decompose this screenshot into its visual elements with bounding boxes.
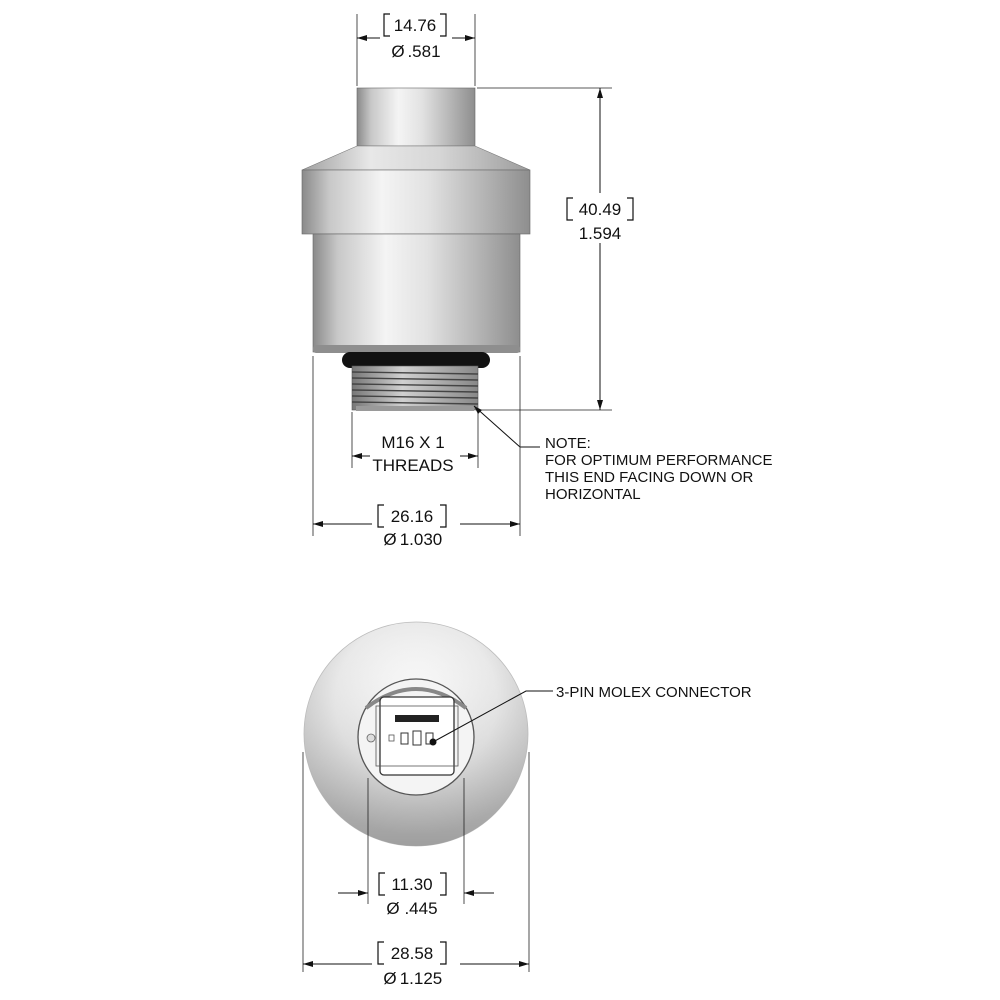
connector-callout: 3-PIN MOLEX CONNECTOR xyxy=(432,684,752,743)
sensor-tip xyxy=(356,87,476,147)
inner-diameter-imperial: .445 xyxy=(404,899,437,918)
connector-pin xyxy=(412,730,422,746)
sensor-cone xyxy=(301,145,531,171)
height-imperial: 1.594 xyxy=(579,224,622,243)
note-heading: NOTE: xyxy=(545,435,591,452)
outer-diameter-imperial: 1.125 xyxy=(400,969,443,988)
sensor-body xyxy=(312,233,521,353)
outer-diameter-metric: 28.58 xyxy=(391,944,434,963)
orientation-note: NOTE: FOR OPTIMUM PERFORMANCE THIS END F… xyxy=(473,405,773,503)
height-dimension: 40.49 1.594 xyxy=(477,87,640,411)
diameter-symbol: Ø xyxy=(391,42,404,61)
outer-diameter-dimension: 28.58 Ø 1.125 xyxy=(302,752,530,996)
tip-diameter-imperial: .581 xyxy=(407,42,440,61)
note-line-2: THIS END FACING DOWN OR xyxy=(545,469,754,486)
note-line-1: FOR OPTIMUM PERFORMANCE xyxy=(545,452,773,469)
diameter-symbol: Ø xyxy=(383,530,396,549)
body-diameter-dimension: 26.16 Ø 1.030 xyxy=(312,356,521,550)
sensor-bottom-view xyxy=(303,621,529,847)
connector-label: 3-PIN MOLEX CONNECTOR xyxy=(556,684,752,701)
thread-spec: M16 X 1 xyxy=(381,433,444,452)
connector-latch xyxy=(395,715,439,722)
sensor-band xyxy=(301,169,531,235)
sensor-side-view xyxy=(301,87,531,411)
body-diameter-metric: 26.16 xyxy=(391,507,434,526)
diameter-symbol: Ø xyxy=(383,969,396,988)
diameter-symbol: Ø xyxy=(386,899,399,918)
note-line-3: HORIZONTAL xyxy=(545,486,641,503)
body-diameter-imperial: 1.030 xyxy=(400,530,443,549)
tip-diameter-metric: 14.76 xyxy=(394,16,437,35)
connector-pin xyxy=(400,732,409,745)
inner-diameter-metric: 11.30 xyxy=(391,875,432,894)
height-metric: 40.49 xyxy=(579,200,622,219)
thread-dimension: M16 X 1 THREADS xyxy=(351,412,479,475)
thread-label: THREADS xyxy=(372,456,453,475)
inner-diameter-dimension: 11.30 Ø .445 xyxy=(338,778,494,918)
o-ring xyxy=(342,352,490,368)
tip-diameter-dimension: 14.76 Ø .581 xyxy=(356,13,476,86)
